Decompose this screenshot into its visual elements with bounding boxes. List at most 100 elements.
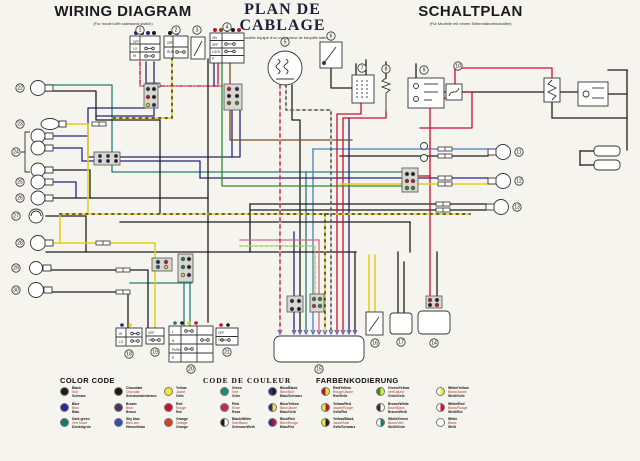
callout-number: 27 xyxy=(13,213,19,219)
color-name-en: Brown xyxy=(126,401,137,406)
callout-number: 3 xyxy=(196,27,199,33)
switch-position-label: PUSH xyxy=(172,348,182,352)
color-name-fr: Bleu ciel xyxy=(126,421,139,426)
callout-number: 7 xyxy=(361,65,364,71)
ignition-main-switch-table xyxy=(209,32,245,64)
callout-number: 2 xyxy=(175,27,178,33)
color-name-en: Yellow/Black xyxy=(333,417,354,421)
battery-box xyxy=(417,310,451,335)
callout-circle xyxy=(280,37,290,47)
callout-circle xyxy=(381,64,391,74)
indicator-light-2 xyxy=(30,140,54,156)
color-name-fr: Jaune/Rouge xyxy=(333,405,354,410)
color-name-en: Orange xyxy=(176,417,188,421)
color-name-en: White xyxy=(448,417,458,421)
relay-box xyxy=(577,81,609,107)
wire-color-dot xyxy=(220,402,229,412)
fuse xyxy=(445,83,463,101)
wire-color-dot xyxy=(436,402,445,412)
switch-position-label: OFF xyxy=(212,43,218,47)
callout-circle xyxy=(453,61,463,71)
horn xyxy=(28,208,44,224)
flasher-relay-box xyxy=(543,77,561,103)
wire-color-dot xyxy=(164,402,173,412)
switch-position-label: RUN xyxy=(167,50,175,54)
callout-number: 6 xyxy=(330,33,333,39)
resistor-component xyxy=(380,77,392,112)
color-name-de: Weiß xyxy=(448,425,457,430)
callout-number: 23 xyxy=(17,121,23,127)
callout-circle xyxy=(419,65,429,75)
switch-position-label: HI xyxy=(133,54,136,58)
switch-position-label: R xyxy=(172,356,175,360)
wire-color-dot xyxy=(436,418,445,427)
blue-wires xyxy=(45,61,489,332)
color-name-fr: Jaune/Noir xyxy=(333,421,350,426)
contact-glyphs xyxy=(130,42,236,351)
callout-circle xyxy=(512,202,522,212)
color-name-fr: Rouge/Jaune xyxy=(333,390,354,395)
rear-flasher-light-left xyxy=(485,199,509,215)
callout-circle xyxy=(11,211,21,221)
callout-circle xyxy=(314,364,324,374)
black-wires xyxy=(45,58,628,332)
color-name-de: Grün/Gelb xyxy=(388,394,405,399)
color-name-en: Black xyxy=(72,386,82,390)
wire-color-dot xyxy=(60,418,69,427)
color-name-en: Brown/White xyxy=(388,401,409,406)
callout-number: 16 xyxy=(372,340,378,346)
connector-stub xyxy=(593,159,621,171)
color-name-en: Blue/Red xyxy=(280,417,295,421)
color-name-en: Blue xyxy=(72,401,80,406)
switch-position-label: ON xyxy=(148,338,153,342)
wire-color-dot xyxy=(376,418,385,427)
callout-circle xyxy=(11,147,21,157)
color-name-de: Weiß/Grün xyxy=(388,425,406,430)
wire-color-dot xyxy=(220,387,229,396)
switch-position-label: OFF xyxy=(167,41,173,45)
switch-position-label: OFF xyxy=(148,331,154,335)
color-name-de: Weiß/Gelb xyxy=(448,394,465,399)
callout-circle xyxy=(15,238,25,248)
callout-circle xyxy=(192,25,202,35)
color-name-en: Blue/Black xyxy=(280,386,298,390)
dimmer-switch-table xyxy=(115,327,143,347)
color-name-de: Grün xyxy=(232,394,241,399)
switch-box-3 xyxy=(190,36,206,60)
white-wires xyxy=(279,84,332,332)
skyblue-wires xyxy=(312,148,489,332)
wire-color-dot xyxy=(114,387,123,396)
callout-circle xyxy=(326,31,336,41)
switch-position-label: P xyxy=(212,57,214,61)
color-name-de: Gelb/Schwarz xyxy=(333,425,356,430)
color-name-fr: Noir/Blanc xyxy=(232,421,248,426)
page-title-fr: PLAN DE CABLAGE xyxy=(239,1,326,34)
title-german: SCHALTPLAN (Für Modelle mit einem Seiten… xyxy=(398,4,543,27)
title-french: PLAN DE CABLAGE (Pour modèle équipé d'un… xyxy=(200,1,365,41)
color-name-fr: Bleu/Rouge xyxy=(280,421,298,426)
ignition-coil-box xyxy=(351,74,375,104)
callout-number: 28 xyxy=(17,240,23,246)
color-name-en: White/Yellow xyxy=(448,386,469,390)
green-wires xyxy=(221,61,403,187)
page-title: WIRING DIAGRAM xyxy=(54,3,192,20)
callout-circle xyxy=(15,83,25,93)
front-flasher-light xyxy=(30,80,54,96)
color-name-de: Braun/Weiß xyxy=(388,409,407,414)
switch-position-label: L xyxy=(172,330,174,334)
color-name-en: Pink xyxy=(232,401,240,406)
switch-position-label: ON xyxy=(218,338,223,342)
color-name-fr: Blanc/Jaune xyxy=(448,390,467,395)
wire-color-dot xyxy=(220,418,229,427)
callout-number: 20 xyxy=(188,366,194,372)
